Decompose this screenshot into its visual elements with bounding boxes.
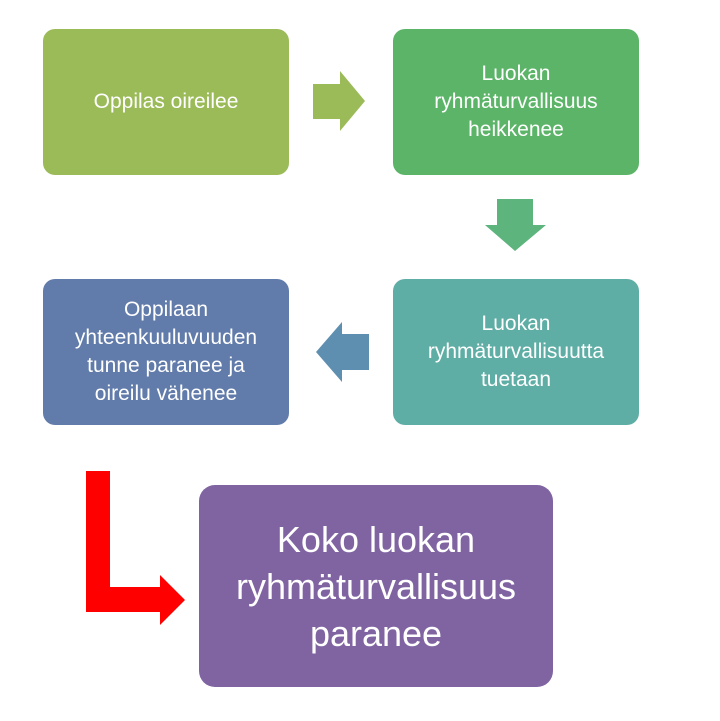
step-1-box: Oppilas oireilee (43, 29, 289, 175)
bent-arrow-icon (86, 471, 185, 625)
arrow-left-icon (316, 322, 369, 382)
step-2-text: Luokan ryhmäturvallisuus heikkenee (434, 62, 598, 141)
step-1-text: Oppilas oireilee (93, 90, 239, 113)
step-3-text: Luokan ryhmäturvallisuutta tuetaan (427, 312, 605, 391)
arrow-down-icon (485, 199, 546, 251)
step-4-text: Oppilaan yhteenkuuluvuuden tunne paranee… (74, 298, 258, 405)
step-4-box: Oppilaan yhteenkuuluvuuden tunne paranee… (43, 279, 289, 425)
step-3-box: Luokan ryhmäturvallisuutta tuetaan (393, 279, 639, 425)
arrow-right-icon (313, 71, 365, 131)
step-2-box: Luokan ryhmäturvallisuus heikkenee (393, 29, 639, 175)
outcome-text: Koko luokan ryhmäturvallisuus paranee (235, 518, 517, 654)
outcome-box: Koko luokan ryhmäturvallisuus paranee (199, 485, 553, 687)
